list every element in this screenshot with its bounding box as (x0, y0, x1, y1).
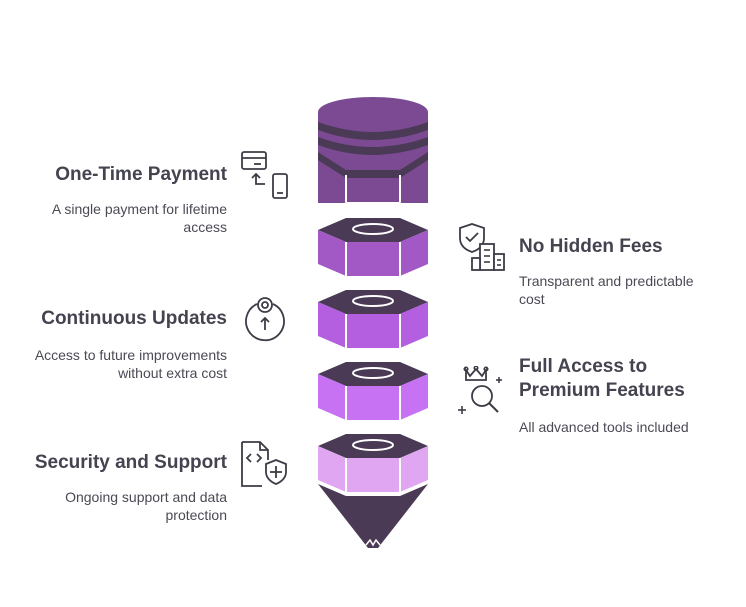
item-description-no-hidden-fees: Transparent and predictable cost (519, 273, 694, 307)
item-description-continuous-updates: Access to future improvements without ex… (34, 347, 227, 381)
item-description-one-time-payment: A single payment for lifetime access (51, 201, 227, 235)
item-title-no-hidden-fees: No Hidden Fees (519, 236, 663, 257)
stack-segment-2 (318, 290, 428, 348)
payment-transfer-icon (241, 151, 288, 199)
shield-building-icon (459, 223, 505, 271)
stack-segment-3 (318, 362, 428, 420)
stack-segment-1 (318, 218, 428, 276)
stack-top-cap (318, 97, 428, 203)
item-description-security-support: Ongoing support and data protection (65, 489, 227, 523)
code-shield-icon (241, 441, 287, 487)
stack-cone-tip (318, 484, 428, 548)
item-title-continuous-updates: Continuous Updates (41, 308, 227, 329)
update-upload-icon (245, 297, 285, 342)
crown-search-icon (458, 366, 502, 414)
item-description-full-access: All advanced tools included (519, 419, 689, 435)
stack-segment-4 (318, 434, 428, 492)
item-title-security-support: Security and Support (34, 452, 227, 473)
item-title-one-time-payment: One-Time Payment (55, 164, 227, 185)
item-title-full-access: Full Access to Premium Features (519, 356, 685, 401)
